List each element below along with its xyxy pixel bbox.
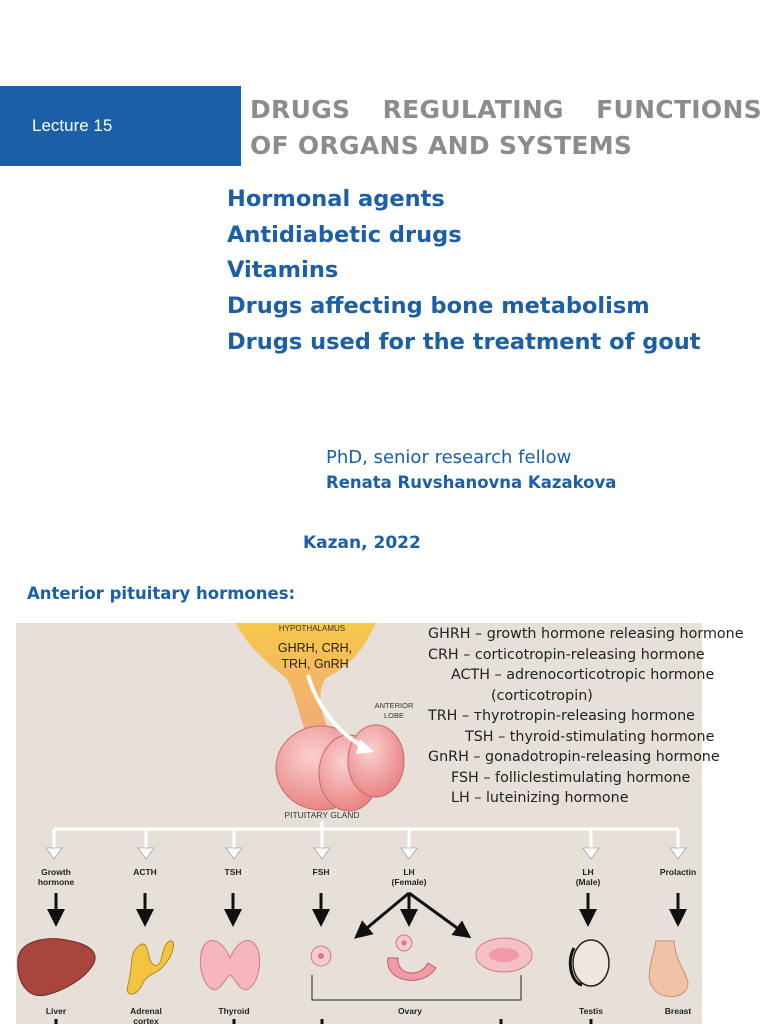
portal-arrow: [306, 674, 367, 750]
releasing-hormones-line2: TRH, GnRH: [281, 657, 348, 671]
hormone-label-lh-male: LH: [582, 867, 593, 877]
abbr-fsh: FSH – folliclestimulating hormone: [451, 769, 691, 786]
thyroid-icon: [199, 940, 261, 991]
abbr-acth: ACTH – adrenocorticotropic hormone: [451, 667, 715, 683]
organ-label-thyroid: Thyroid: [218, 1006, 249, 1016]
anterior-lobe-label-line2: LOBE: [384, 711, 404, 720]
hormone-label-lh-male-2: (Male): [576, 877, 601, 887]
abbr-trh: TRH – тhyrotropin-releasing hormone: [428, 708, 695, 724]
abbr-acth-note: (corticotropin): [491, 687, 593, 704]
abbr-lh: LH – luteinizing hormone: [451, 790, 629, 806]
author-name: Renata Ruvshanovna Kazakova: [326, 473, 617, 492]
abbreviation-list: GHRH – growth hormone releasing hormone …: [428, 624, 744, 809]
releasing-hormones-line1: GHRH, CRH,: [278, 641, 352, 655]
ovary-bracket: [311, 975, 522, 1001]
hypothalamus-label: HYPOTHALAMUS: [279, 624, 345, 633]
adrenal-icon: [126, 940, 174, 995]
topic-list: Hormonal agents Antidiabetic drugs Vitam…: [227, 182, 701, 361]
section-heading: Anterior pituitary hormones:: [27, 584, 296, 603]
target-arrows: [47, 891, 687, 939]
lecture-label: Lecture 15: [32, 116, 113, 135]
testis-icon: [572, 939, 610, 987]
hormone-label-prolactin: Prolactin: [660, 867, 696, 877]
pituitary-gland-label: PITUITARY GLAND: [284, 810, 359, 820]
page-title: DRUGS REGULATING FUNCTIONS OF ORGANS AND…: [250, 95, 762, 160]
hormone-label-lh-female-2: (Female): [392, 877, 427, 887]
downstream-stubs: [54, 1019, 593, 1024]
place-year: Kazan, 2022: [303, 533, 421, 553]
organ-label-breast: Breast: [665, 1006, 692, 1016]
pituitary-diagram: HYPOTHALAMUS GHRH, CRH, TRH, GnRH ANTERI…: [17, 623, 696, 1024]
pituitary-figure: HYPOTHALAMUS GHRH, CRH, TRH, GnRH ANTERI…: [16, 623, 702, 1024]
corpus-luteum-icon: [387, 957, 437, 981]
lecture-label-box: Lecture 15: [0, 86, 241, 166]
organ-label-adrenal: Adrenal: [130, 1006, 162, 1016]
topic-item: Hormonal agents: [227, 186, 445, 212]
abbr-gnrh: GnRH – gonadotropin-releasing hormone: [428, 749, 720, 765]
hypothalamus-shape: [236, 623, 376, 733]
topic-item: Vitamins: [227, 257, 339, 284]
topic-item: Drugs affecting bone metabolism: [227, 293, 650, 320]
abbr-crh: CRH – corticotropin-releasing hormone: [428, 646, 705, 663]
hormone-label-growth: Growth: [41, 867, 71, 877]
organ-label-ovary: Ovary: [398, 1006, 422, 1016]
hormone-label-acth: ACTH: [133, 867, 157, 877]
distribution-lines: [52, 821, 680, 849]
organ-label-liver: Liver: [46, 1006, 67, 1016]
hormone-label-fsh: FSH: [313, 867, 330, 877]
liver-icon: [17, 938, 96, 997]
author-role: PhD, senior research fellow: [326, 447, 572, 468]
abbr-ghrh: GHRH – growth hormone releasing hormone: [428, 626, 744, 642]
organ-label-testis: Testis: [579, 1006, 603, 1016]
hormone-label-lh-female: LH: [403, 867, 414, 877]
hormone-label-tsh: TSH: [225, 867, 242, 877]
topic-item: Drugs used for the treatment of gout: [227, 328, 701, 355]
organ-label-adrenal-2: cortex: [133, 1016, 159, 1024]
breast-icon: [648, 940, 689, 998]
topic-item: Antidiabetic drugs: [227, 221, 462, 248]
pituitary-lobe-right: [347, 724, 405, 798]
abbr-tsh: TSH – thyroid-stimulating hormone: [465, 728, 715, 745]
distribution-arrowheads: [45, 847, 687, 860]
anterior-lobe-label-line1: ANTERIOR: [375, 701, 414, 710]
hormone-label-growth-2: hormone: [38, 877, 75, 887]
